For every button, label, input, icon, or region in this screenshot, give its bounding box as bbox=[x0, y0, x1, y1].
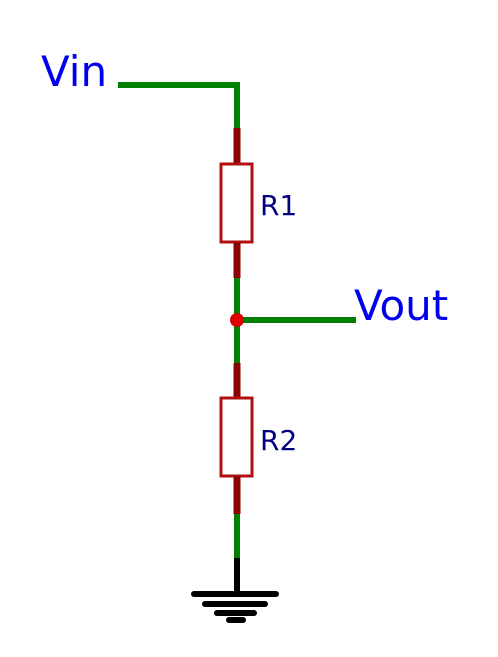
vin-wire bbox=[118, 82, 240, 128]
r1-resistor-body bbox=[219, 162, 254, 244]
vin-label: Vin bbox=[41, 47, 107, 96]
ground-icon bbox=[191, 558, 279, 623]
junction-dot bbox=[230, 313, 244, 327]
r2-resistor-body bbox=[219, 396, 254, 478]
r1-label: R1 bbox=[260, 189, 297, 222]
r2-label: R2 bbox=[260, 424, 297, 457]
vout-label: Vout bbox=[354, 281, 448, 330]
